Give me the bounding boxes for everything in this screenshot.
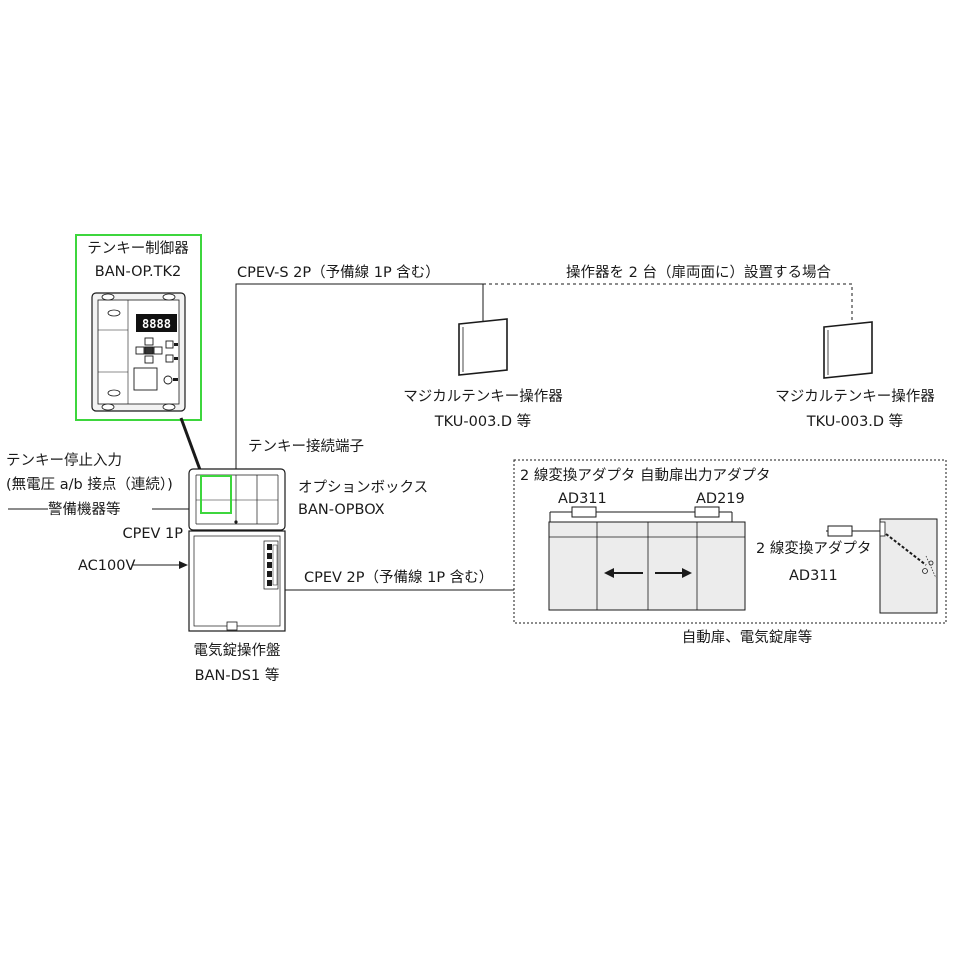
magical-tenkey-keypad-2 xyxy=(823,321,873,379)
ad311-left-label: AD311 xyxy=(558,491,607,507)
cable-cpev-s-2p-label: CPEV-S 2P（予備線 1P 含む） xyxy=(237,264,440,281)
keypad-1-model: TKU-003.D 等 xyxy=(434,412,531,430)
keypad-2-model: TKU-003.D 等 xyxy=(806,412,903,430)
keypad-2-name: マジカルテンキー操作器 xyxy=(775,388,935,405)
option-box-device xyxy=(188,468,286,531)
cpev-1p-label: CPEV 1P xyxy=(122,526,183,542)
ad219-label: AD219 xyxy=(696,491,745,507)
adapter-ad311-left xyxy=(571,506,597,518)
electric-lock-panel-device xyxy=(188,530,286,632)
adapter-2-model: AD311 xyxy=(789,568,838,584)
adapter-door-group xyxy=(513,459,947,624)
alarm-device-label: 警備機器等 xyxy=(48,500,121,518)
automatic-sliding-door xyxy=(548,521,746,611)
door-caption: 自動扉、電気錠扉等 xyxy=(682,628,813,646)
tenkey-display-digits: 8888 xyxy=(142,317,171,331)
dpad-icon xyxy=(135,337,163,364)
tenkey-controller-model: BAN-OP.TK2 xyxy=(95,264,181,280)
ac100v-label: AC100V xyxy=(78,558,135,574)
magical-tenkey-keypad-1 xyxy=(458,318,508,376)
ac100v-arrowhead-icon xyxy=(179,561,188,569)
electric-lock-panel-model: BAN-DS1 等 xyxy=(195,666,280,684)
cable-optional-dashed xyxy=(483,283,853,322)
tenkey-controller-device: 8888 xyxy=(91,292,186,412)
electric-lock-panel-name: 電気錠操作盤 xyxy=(194,642,281,659)
electric-lock-swing-door xyxy=(879,518,938,614)
keypad-1-name: マジカルテンキー操作器 xyxy=(403,388,563,405)
dual-install-note: 操作器を 2 台（扉両面に）設置する場合 xyxy=(566,264,831,281)
stop-input-detail: (無電圧 a/b 接点（連続）) xyxy=(6,476,173,493)
cable-cpev-2p-label: CPEV 2P（予備線 1P 含む） xyxy=(304,569,493,586)
tenkey-terminal-label: テンキー接続端子 xyxy=(248,438,364,455)
cable-cpev-s-2p xyxy=(235,283,484,469)
option-box-name: オプションボックス xyxy=(298,479,428,496)
option-box-model: BAN-OPBOX xyxy=(298,502,385,518)
tenkey-controller-title: テンキー制御器 xyxy=(87,240,189,257)
adapter-ad219 xyxy=(694,506,720,518)
tenkey-display xyxy=(136,314,177,332)
door-slide-arrows-icon xyxy=(604,568,692,578)
tenkey-controller-highlight xyxy=(75,234,202,421)
adapter-2-name: 2 線変換アダプタ xyxy=(756,540,871,557)
stop-input-label: テンキー停止入力 xyxy=(6,452,122,469)
terminal-highlight xyxy=(200,475,232,514)
adapter-group-title: 2 線変換アダプタ 自動扉出力アダプタ xyxy=(520,467,770,484)
adapter-ad311-right xyxy=(827,525,853,537)
